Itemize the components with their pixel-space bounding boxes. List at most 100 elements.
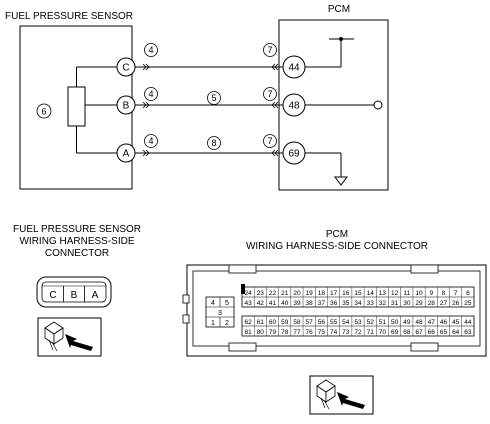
pcm-pin-label: 23 — [257, 290, 265, 297]
pcm-pin-label: 6 — [466, 290, 470, 297]
pcm-pin-label: 38 — [306, 300, 314, 307]
pcm-pin-label: 27 — [440, 300, 448, 307]
sensor-title: FUEL PRESSURE SENSOR — [5, 11, 133, 22]
pcm-view-icon — [309, 375, 374, 415]
pcm-internal — [305, 38, 383, 186]
pcm-connector-title-2: WIRING HARNESS-SIDE CONNECTOR — [246, 241, 428, 252]
pcm-pin-label: 41 — [269, 300, 277, 307]
pcm-pin-label: 81 — [244, 329, 252, 336]
pcm-title: PCM — [328, 4, 350, 15]
pcm-pin-label: 19 — [306, 290, 314, 297]
svg-text:3: 3 — [218, 310, 222, 317]
pcm-pin-label: 45 — [452, 319, 460, 326]
pcm-pin-label: 7 — [454, 290, 458, 297]
pcm-pin-label: 60 — [269, 319, 277, 326]
sensor-pin-b: B — [116, 95, 136, 115]
pcm-pin-48: 48 — [282, 93, 306, 117]
pcm-pin-label: 53 — [354, 319, 362, 326]
pcm-pin-label: 11 — [403, 290, 410, 297]
svg-text:B: B — [71, 290, 78, 301]
pcm-pin-label: 20 — [293, 290, 301, 297]
pcm-pin-label: 51 — [379, 319, 387, 326]
pcm-pin-label: 65 — [440, 329, 448, 336]
pcm-pin-label: 44 — [464, 319, 472, 326]
svg-text:A: A — [123, 149, 130, 160]
pcm-pin-label: 73 — [342, 329, 350, 336]
pcm-pin-label: 74 — [330, 329, 338, 336]
pcm-pin-label: 80 — [257, 329, 265, 336]
pcm-pin-label: 78 — [281, 329, 289, 336]
pcm-pin-label: 36 — [330, 300, 338, 307]
pcm-pin-label: 67 — [415, 329, 423, 336]
svg-text:1: 1 — [211, 320, 215, 327]
svg-text:A: A — [92, 290, 99, 301]
pcm-pin-label: 30 — [403, 300, 411, 307]
pcm-pin-label: 75 — [318, 329, 326, 336]
pcm-pin-label: 29 — [415, 300, 423, 307]
pcm-pin-label: 66 — [428, 329, 436, 336]
pcm-pin-label: 17 — [330, 290, 338, 297]
pcm-pin-label: 79 — [269, 329, 277, 336]
wire-label-7c: 7 — [267, 136, 272, 146]
pcm-pin-label: 35 — [342, 300, 350, 307]
pcm-pin-label: 50 — [391, 319, 399, 326]
pcm-pin-label: 42 — [257, 300, 265, 307]
sensor-element — [67, 86, 86, 127]
sensor-connector-title-3: CONNECTOR — [45, 248, 109, 259]
svg-text:69: 69 — [288, 149, 300, 160]
pcm-pin-label: 18 — [318, 290, 326, 297]
pcm-pin-label: 64 — [452, 329, 460, 336]
pcm-pin-label: 26 — [452, 300, 460, 307]
pcm-pin-label: 72 — [354, 329, 362, 336]
wire-label-5: 5 — [211, 93, 216, 103]
pcm-pin-label: 57 — [306, 319, 314, 326]
pcm-pin-label: 25 — [464, 300, 472, 307]
pcm-pin-label: 76 — [306, 329, 314, 336]
sensor-connector-face: C B A — [36, 276, 112, 308]
pcm-pin-label: 62 — [244, 319, 252, 326]
pcm-pin-label: 58 — [293, 319, 301, 326]
pcm-pin-label: 43 — [244, 300, 252, 307]
wire-label-4b: 4 — [148, 89, 153, 99]
svg-text:48: 48 — [288, 101, 300, 112]
wire-label-7a: 7 — [267, 45, 272, 55]
wire-label-8: 8 — [211, 138, 216, 148]
svg-text:5: 5 — [225, 300, 229, 307]
svg-text:2: 2 — [225, 320, 229, 327]
pcm-connector-title-1: PCM — [326, 229, 348, 240]
pcm-pin-label: 52 — [367, 319, 375, 326]
svg-text:44: 44 — [288, 63, 300, 74]
pcm-pin-label: 15 — [354, 290, 362, 297]
pcm-pin-label: 55 — [330, 319, 338, 326]
pcm-pin-label: 40 — [281, 300, 289, 307]
pcm-pin-label: 13 — [379, 290, 387, 297]
connector-marks — [142, 63, 279, 157]
pcm-pin-label: 46 — [440, 319, 448, 326]
pcm-pin-label: 49 — [403, 319, 411, 326]
pcm-pin-label: 8 — [442, 290, 446, 297]
pcm-pin-label: 56 — [318, 319, 326, 326]
svg-text:4: 4 — [211, 300, 215, 307]
pcm-pin-label: 10 — [415, 290, 423, 297]
sensor-label: 6 — [41, 107, 46, 117]
pcm-pin-44: 44 — [282, 55, 306, 79]
pcm-pin-label: 54 — [342, 319, 350, 326]
pcm-pin-label: 16 — [342, 290, 350, 297]
pcm-pin-label: 39 — [293, 300, 301, 307]
pcm-pin-69: 69 — [282, 141, 306, 165]
pcm-pin-label: 69 — [391, 329, 399, 336]
pcm-pin-label: 77 — [293, 329, 301, 336]
sensor-connector-title-2: WIRING HARNESS-SIDE — [19, 236, 134, 247]
pcm-pin-label: 32 — [379, 300, 387, 307]
pcm-pin-label: 68 — [403, 329, 411, 336]
svg-text:C: C — [122, 63, 129, 74]
pcm-pin-label: 24 — [244, 290, 252, 297]
pcm-junction — [339, 37, 343, 41]
pcm-pin-label: 28 — [428, 300, 436, 307]
pcm-pin-label: 9 — [429, 290, 433, 297]
pcm-pin-label: 71 — [367, 329, 375, 336]
pcm-pin-label: 47 — [428, 319, 436, 326]
pcm-pin-label: 61 — [257, 319, 265, 326]
